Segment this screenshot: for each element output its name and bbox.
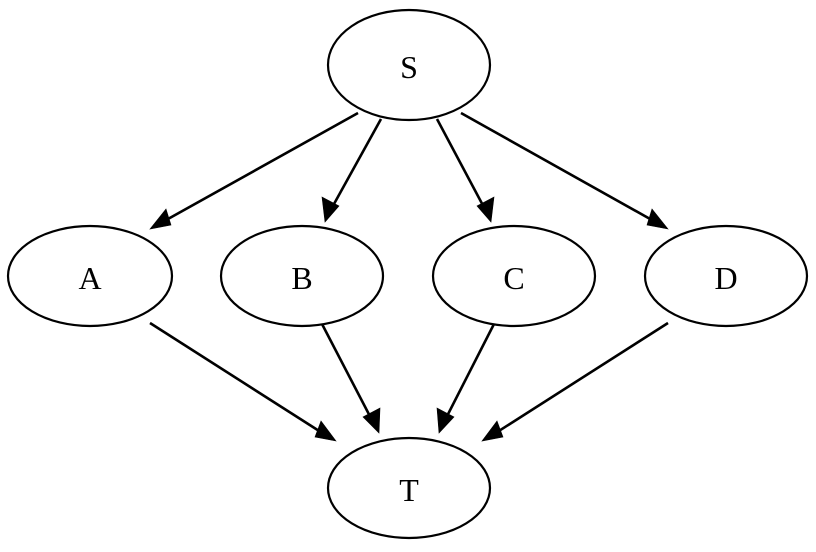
edge-s-to-b-line (327, 118, 383, 214)
edge-s-to-a[interactable] (149, 111, 359, 230)
edge-b-to-t-arrowhead (362, 407, 381, 434)
node-b-ellipse (219, 224, 385, 328)
edge-b-to-t[interactable] (320, 323, 381, 434)
node-a-ellipse (6, 224, 174, 328)
edge-d-to-t-line (490, 321, 669, 438)
edge-s-to-d-arrowhead (646, 208, 669, 230)
node-c[interactable]: C (431, 224, 597, 328)
node-b[interactable]: B (219, 224, 385, 328)
edge-d-to-t-arrowhead (481, 420, 504, 442)
node-t-ellipse (326, 436, 492, 540)
edge-s-to-c-arrowhead (476, 196, 495, 223)
edge-s-to-c[interactable] (435, 118, 495, 223)
node-c-ellipse (431, 224, 597, 328)
edge-s-to-d[interactable] (460, 111, 669, 230)
node-a-label: A (78, 260, 101, 296)
edge-c-to-t[interactable] (436, 323, 496, 434)
edge-s-to-a-arrowhead (149, 208, 172, 230)
edge-s-to-b[interactable] (321, 118, 383, 223)
node-d[interactable]: D (643, 224, 809, 328)
edge-c-to-t-line (441, 323, 496, 425)
edge-a-to-t-line (149, 321, 328, 438)
node-s-label: S (400, 49, 418, 85)
edge-a-to-t-arrowhead (314, 420, 337, 442)
node-t[interactable]: T (326, 436, 492, 540)
node-d-ellipse (643, 224, 809, 328)
node-c-label: C (503, 260, 524, 296)
edge-layer (149, 111, 669, 442)
node-layer: S A B C D T (6, 8, 809, 540)
edge-s-to-b-arrowhead (321, 196, 340, 223)
edge-s-to-c-line (435, 118, 489, 214)
node-t-label: T (399, 472, 419, 508)
edge-s-to-a-line (158, 111, 359, 226)
node-b-label: B (291, 260, 312, 296)
edge-a-to-t[interactable] (149, 321, 337, 442)
edge-c-to-t-arrowhead (436, 407, 455, 434)
edge-b-to-t-line (320, 323, 376, 425)
node-a[interactable]: A (6, 224, 174, 328)
node-d-label: D (714, 260, 737, 296)
edge-s-to-d-line (460, 111, 660, 226)
edge-d-to-t[interactable] (481, 321, 669, 442)
node-s[interactable]: S (326, 8, 492, 122)
node-s-ellipse (326, 8, 492, 122)
